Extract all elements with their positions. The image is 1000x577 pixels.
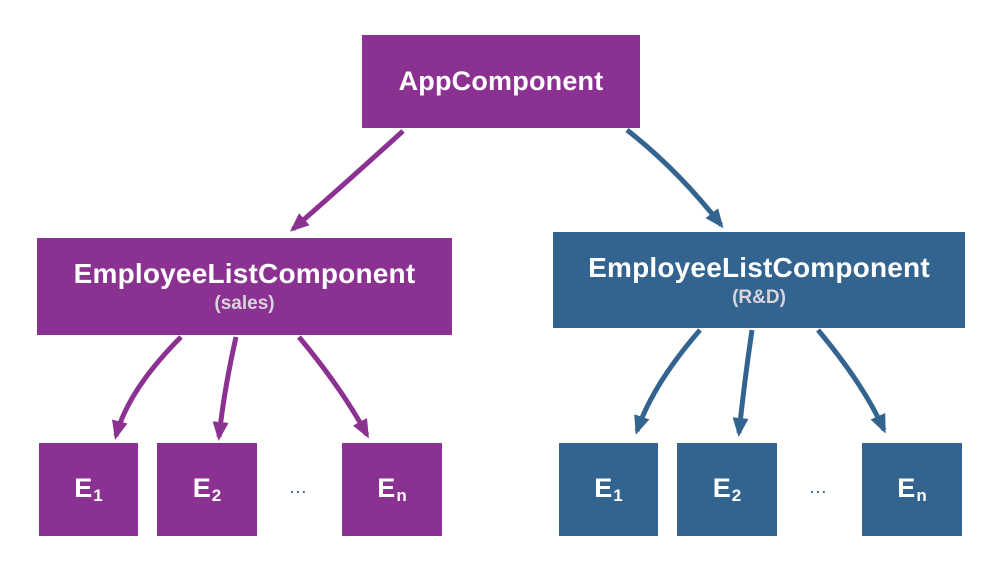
node-rnd-en-label: En: [897, 473, 927, 505]
edge-sales-to-e1: [112, 335, 183, 440]
node-sales-e1: E1: [39, 443, 138, 536]
node-rnd-e1-label: E1: [594, 473, 623, 505]
rnd-ellipsis: ...: [810, 480, 828, 496]
edge-rnd-to-e2: [732, 329, 755, 437]
node-employee-list-sales: EmployeeListComponent (sales): [37, 238, 452, 335]
node-app-component: AppComponent: [362, 35, 640, 128]
node-sales-list-label: EmployeeListComponent: [73, 258, 416, 289]
sales-ellipsis: ...: [290, 480, 308, 496]
node-rnd-list-label: EmployeeListComponent: [588, 251, 930, 283]
node-sales-list-sublabel: (sales): [214, 293, 275, 314]
node-rnd-e1: E1: [559, 443, 658, 536]
edge-sales-to-en: [297, 335, 370, 439]
node-rnd-list-sublabel: (R&D): [732, 286, 786, 308]
node-rnd-e2: E2: [677, 443, 777, 536]
edge-rnd-to-e1: [634, 328, 702, 435]
node-sales-e2: E2: [157, 443, 257, 536]
edge-app-to-sales-list: [289, 129, 405, 232]
node-sales-e1-label: E1: [74, 473, 103, 505]
node-employee-list-rnd: EmployeeListComponent (R&D): [553, 232, 965, 328]
edge-rnd-to-en: [816, 328, 887, 434]
node-sales-e2-label: E2: [192, 473, 222, 505]
node-rnd-e2-label: E2: [712, 473, 742, 505]
node-rnd-en: En: [862, 443, 962, 536]
edge-app-to-rnd-list: [625, 128, 724, 229]
node-app-label: AppComponent: [398, 66, 604, 96]
node-sales-en: En: [342, 443, 442, 536]
edge-sales-to-e2: [212, 336, 239, 441]
node-sales-en-label: En: [377, 473, 407, 505]
